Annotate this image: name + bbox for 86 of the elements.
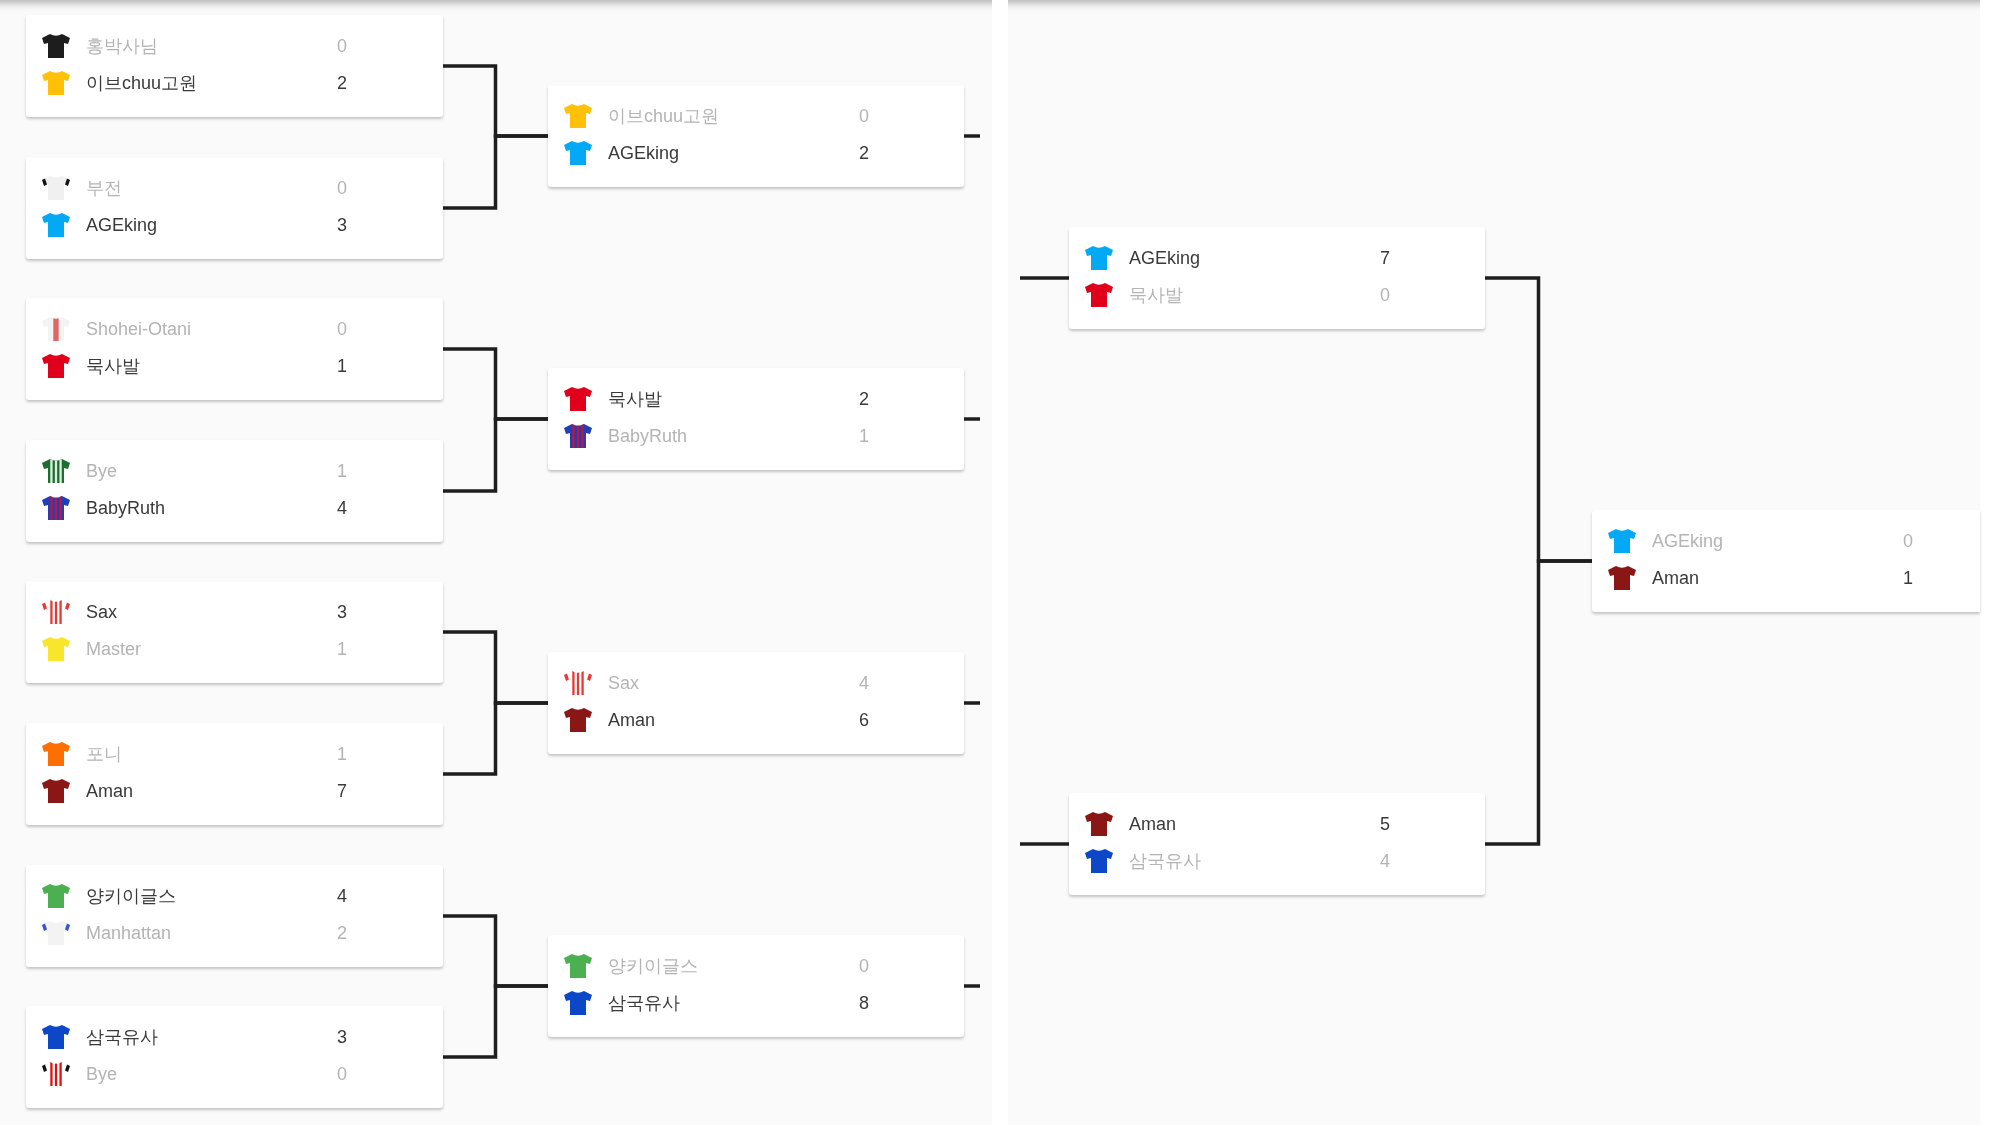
- match-card: [1592, 510, 1980, 612]
- team-name: 양키이글스: [86, 885, 176, 907]
- team-name: 이브chuu고원: [608, 105, 720, 127]
- score: 0: [859, 955, 869, 977]
- team-name: AGEking: [1129, 247, 1201, 269]
- score: 1: [1903, 567, 1913, 589]
- score: 4: [337, 885, 347, 907]
- team-name: Aman: [1652, 567, 1700, 589]
- score: 0: [337, 318, 347, 340]
- score: 0: [337, 1063, 347, 1085]
- score: 0: [1380, 284, 1390, 306]
- team-name: AGEking: [608, 142, 680, 164]
- connector-line: [964, 701, 980, 705]
- team-name: 묵사발: [608, 388, 662, 410]
- team-name: Aman: [608, 709, 656, 731]
- score: 3: [337, 601, 347, 623]
- connector-line: [964, 417, 980, 421]
- score: 1: [337, 743, 347, 765]
- score: 2: [859, 388, 869, 410]
- team-name: Aman: [86, 780, 134, 802]
- score: 0: [337, 177, 347, 199]
- score: 2: [337, 922, 347, 944]
- team-name: 삼국유사: [1129, 850, 1201, 872]
- team-name: 홍박사님: [86, 35, 158, 57]
- team-name: Aman: [1129, 813, 1177, 835]
- team-name: 삼국유사: [608, 992, 680, 1014]
- team-name: Master: [86, 638, 141, 660]
- score: 3: [337, 214, 347, 236]
- connector-line: [964, 134, 980, 138]
- match-card: [26, 723, 443, 825]
- match-card: [548, 368, 964, 470]
- team-name: 이브chuu고원: [86, 72, 198, 94]
- team-name: Bye: [86, 460, 118, 482]
- match-card: [26, 157, 443, 259]
- team-name: Shohei-Otani: [86, 318, 192, 340]
- score: 1: [337, 638, 347, 660]
- team-name: Sax: [86, 601, 118, 623]
- match-card: [26, 581, 443, 683]
- score: 8: [859, 992, 869, 1014]
- team-name: 묵사발: [86, 355, 140, 377]
- bracket-line: [443, 984, 548, 1059]
- match-card: [26, 440, 443, 542]
- team-name: 양키이글스: [608, 955, 698, 977]
- team-name: Manhattan: [86, 922, 172, 944]
- connector-line: [1020, 276, 1069, 280]
- score: 6: [859, 709, 869, 731]
- bracket-line: [443, 417, 548, 493]
- bracket-line: [1485, 559, 1592, 846]
- score: 0: [1903, 530, 1913, 552]
- team-name: BabyRuth: [86, 497, 166, 519]
- team-name: BabyRuth: [608, 425, 688, 447]
- score: 4: [1380, 850, 1390, 872]
- match-card: [26, 865, 443, 967]
- connector-line: [1020, 842, 1069, 846]
- match-card: [1069, 793, 1485, 895]
- bracket-line: [443, 701, 548, 776]
- score: 3: [337, 1026, 347, 1048]
- score: 0: [859, 105, 869, 127]
- score: 2: [859, 142, 869, 164]
- score: 7: [337, 780, 347, 802]
- team-name: AGEking: [86, 214, 158, 236]
- score: 4: [337, 497, 347, 519]
- match-card: [26, 15, 443, 117]
- match-card: [548, 935, 964, 1037]
- team-name: AGEking: [1652, 530, 1724, 552]
- score: 4: [859, 672, 869, 694]
- score: 1: [337, 460, 347, 482]
- team-name: Bye: [86, 1063, 118, 1085]
- team-name: 삼국유사: [86, 1026, 158, 1048]
- connector-line: [964, 984, 980, 988]
- score: 1: [337, 355, 347, 377]
- match-card: [26, 298, 443, 400]
- score: 5: [1380, 813, 1390, 835]
- match-card: [548, 85, 964, 187]
- score: 2: [337, 72, 347, 94]
- score: 7: [1380, 247, 1390, 269]
- bracket-line: [443, 134, 548, 210]
- score: 1: [859, 425, 869, 447]
- match-card: [1069, 227, 1485, 329]
- score: 0: [337, 35, 347, 57]
- match-card: [548, 652, 964, 754]
- team-name: 부전: [86, 177, 122, 199]
- match-card: [26, 1006, 443, 1108]
- team-name: 묵사발: [1129, 284, 1183, 306]
- team-name: 포니: [86, 743, 122, 765]
- team-name: Sax: [608, 672, 640, 694]
